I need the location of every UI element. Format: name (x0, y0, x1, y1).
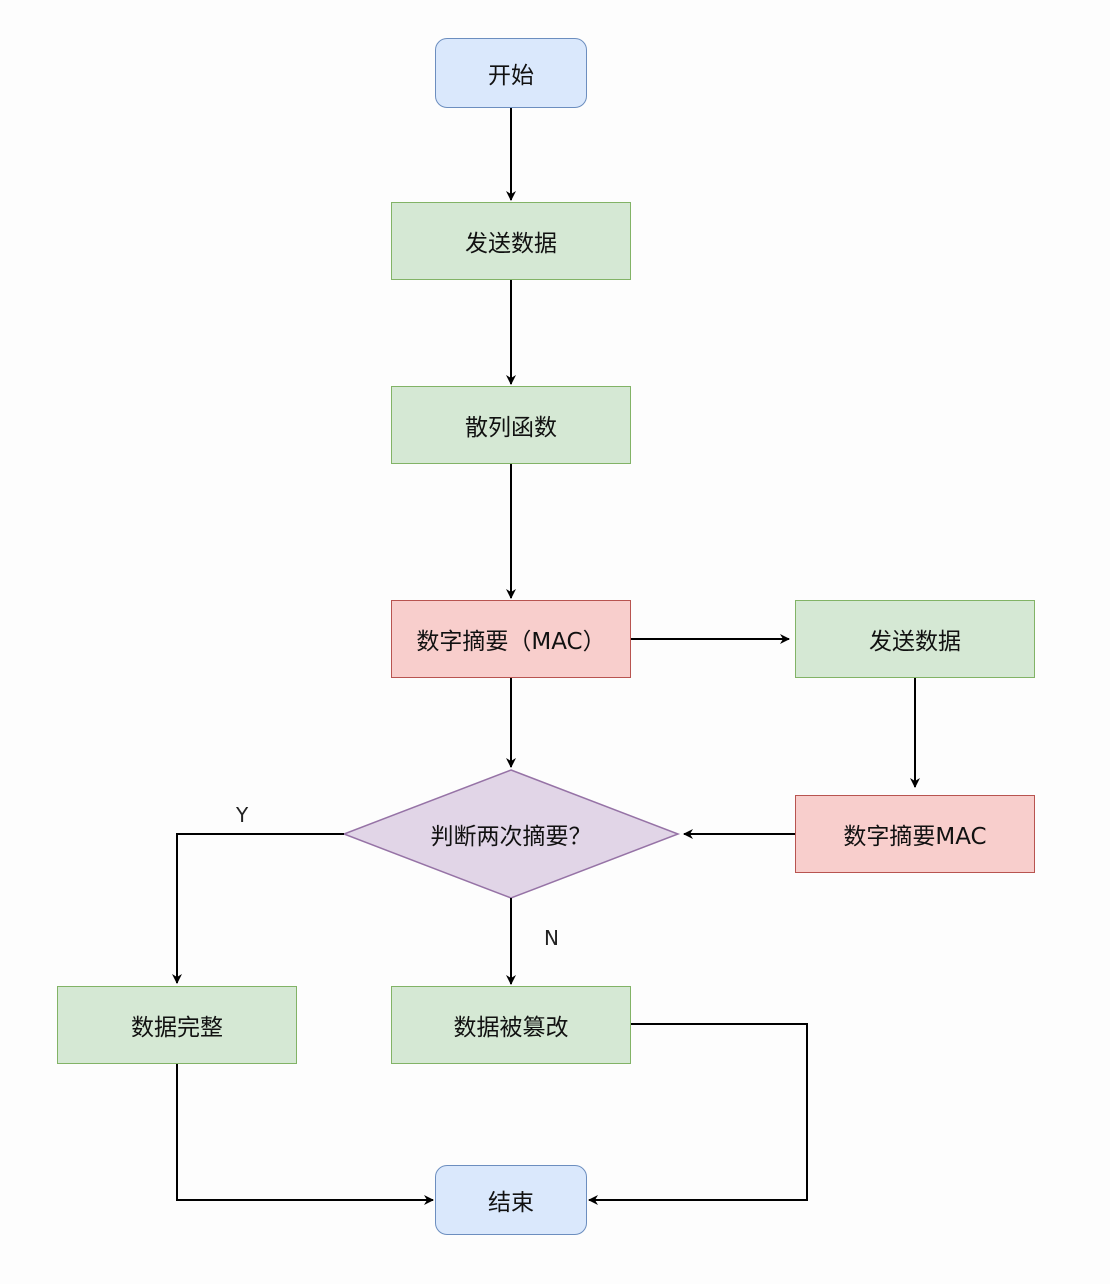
edge-decision-yes (172, 833, 344, 984)
data-tampered-node: 数据被篡改 (391, 986, 631, 1064)
hash-function-node: 散列函数 (391, 386, 631, 464)
digest-mac-2-node: 数字摘要MAC (795, 795, 1035, 873)
no-label: N (544, 926, 559, 950)
edge-tampered-to-end (588, 1023, 808, 1205)
send-data-node: 发送数据 (391, 202, 631, 280)
digest-mac-node: 数字摘要（MAC） (391, 600, 631, 678)
send-data-2-node: 发送数据 (795, 600, 1035, 678)
decision-label: 判断两次摘要？ (430, 824, 592, 850)
start-node: 开始 (435, 38, 587, 108)
end-node: 结束 (435, 1165, 587, 1235)
edge-intact-to-end (176, 1064, 434, 1205)
yes-label: Y (236, 803, 249, 827)
data-intact-node: 数据完整 (57, 986, 297, 1064)
